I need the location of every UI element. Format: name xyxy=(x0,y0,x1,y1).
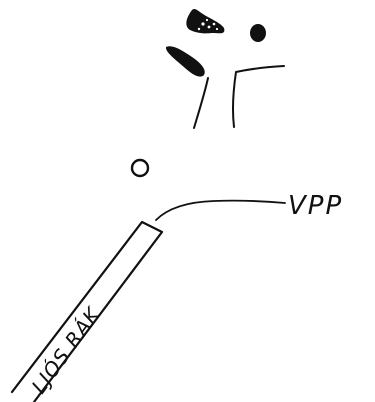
small-dark-blob xyxy=(250,24,266,42)
callout-leader-line xyxy=(156,201,285,220)
right-angled-line xyxy=(233,66,284,127)
elongated-dark-blob xyxy=(166,46,205,76)
left-vertical-line xyxy=(194,78,208,128)
strip-label: LJÓS RÁK xyxy=(27,302,106,398)
callout-label: VPP xyxy=(288,191,343,221)
open-circle xyxy=(132,160,148,176)
irregular-dark-blob xyxy=(186,9,224,33)
